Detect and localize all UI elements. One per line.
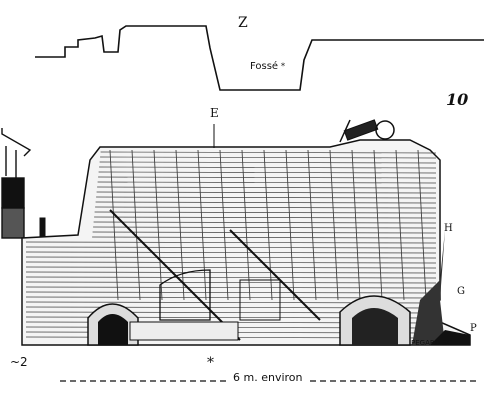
right-arch <box>339 295 411 346</box>
figure-icon <box>39 217 46 237</box>
upper-staircase <box>229 229 321 321</box>
label-g: G <box>457 286 465 297</box>
label-asterisk: * <box>207 355 214 371</box>
cannon-icon <box>339 119 395 143</box>
fortification-body <box>21 139 471 346</box>
label-h: H <box>444 223 453 234</box>
label-e: E <box>210 106 219 120</box>
plate-number: 10 <box>446 90 469 109</box>
label-fosse-asterisk: * <box>281 62 285 71</box>
label-p: P <box>470 323 477 334</box>
main-staircase <box>109 209 241 341</box>
scale-label: 6 m. environ <box>230 372 306 383</box>
label-fosse: Fossé <box>250 61 279 72</box>
left-structure <box>1 128 32 239</box>
label-z: Z <box>238 15 248 31</box>
label-mark: ~2 <box>10 355 28 369</box>
upper-profile <box>35 25 484 91</box>
label-engraver: PEGARD SC <box>411 339 452 347</box>
left-arch <box>87 303 139 346</box>
